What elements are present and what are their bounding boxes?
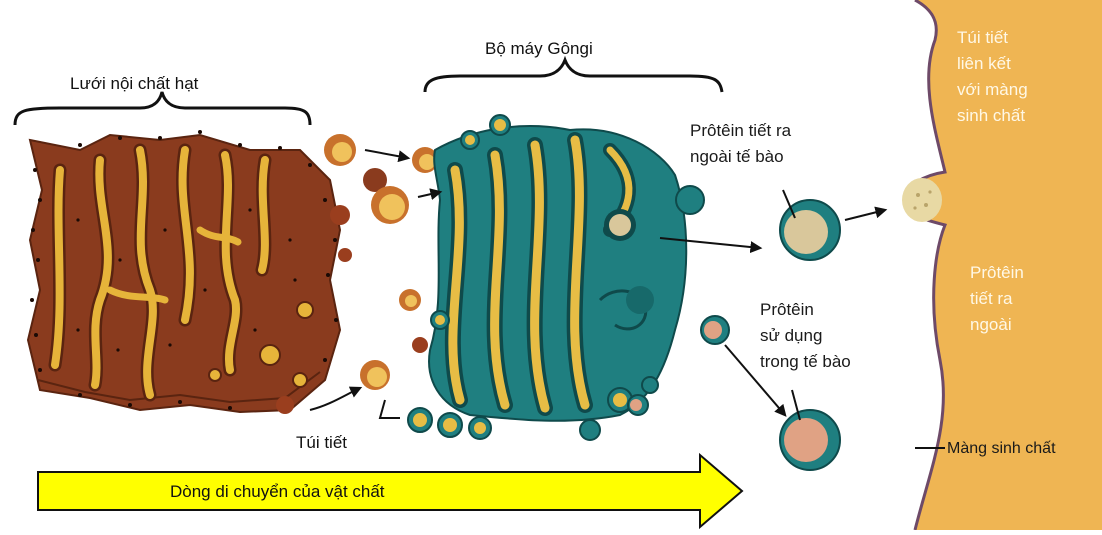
- protein-in-label: Prôtêin sử dụng trong tế bào: [760, 297, 851, 375]
- secreted-protein-label: Prôtêin tiết ra ngoài: [970, 260, 1024, 338]
- protein-in-line-2: sử dụng: [760, 323, 851, 349]
- protein-out-line-2: ngoài tế bào: [690, 144, 791, 170]
- flow-arrow: [38, 455, 742, 527]
- golgi-label: Bộ máy Gôngi: [485, 38, 593, 59]
- secreted-protein-line-2: tiết ra: [970, 286, 1024, 312]
- transport-vesicles: [324, 134, 438, 390]
- fused-vesicle-line-1: Túi tiết: [957, 25, 1028, 51]
- protein-out-line-1: Prôtêin tiết ra: [690, 118, 791, 144]
- rough-er: [28, 130, 352, 414]
- protein-in-line-3: trong tế bào: [760, 349, 851, 375]
- fused-vesicle-line-3: với màng: [957, 77, 1028, 103]
- secreted-protein-line-1: Prôtêin: [970, 260, 1024, 286]
- flow-label: Dòng di chuyển của vật chất: [170, 481, 385, 502]
- protein-out-label: Prôtêin tiết ra ngoài tế bào: [690, 118, 791, 170]
- golgi-bracket: [425, 60, 722, 92]
- fused-vesicle-line-2: liên kết: [957, 51, 1028, 77]
- fused-vesicle-line-4: sinh chất: [957, 103, 1028, 129]
- golgi-apparatus: [408, 115, 704, 440]
- er-label: Lưới nội chất hạt: [70, 73, 198, 94]
- membrane-label: Màng sinh chất: [947, 438, 1056, 459]
- protein-in-line-1: Prôtêin: [760, 297, 851, 323]
- er-bracket: [15, 92, 310, 125]
- fused-vesicle-label: Túi tiết liên kết với màng sinh chất: [957, 25, 1028, 129]
- vesicle-label: Túi tiết: [296, 432, 347, 453]
- fused-vesicle: [902, 178, 942, 222]
- secreted-protein-line-3: ngoài: [970, 312, 1024, 338]
